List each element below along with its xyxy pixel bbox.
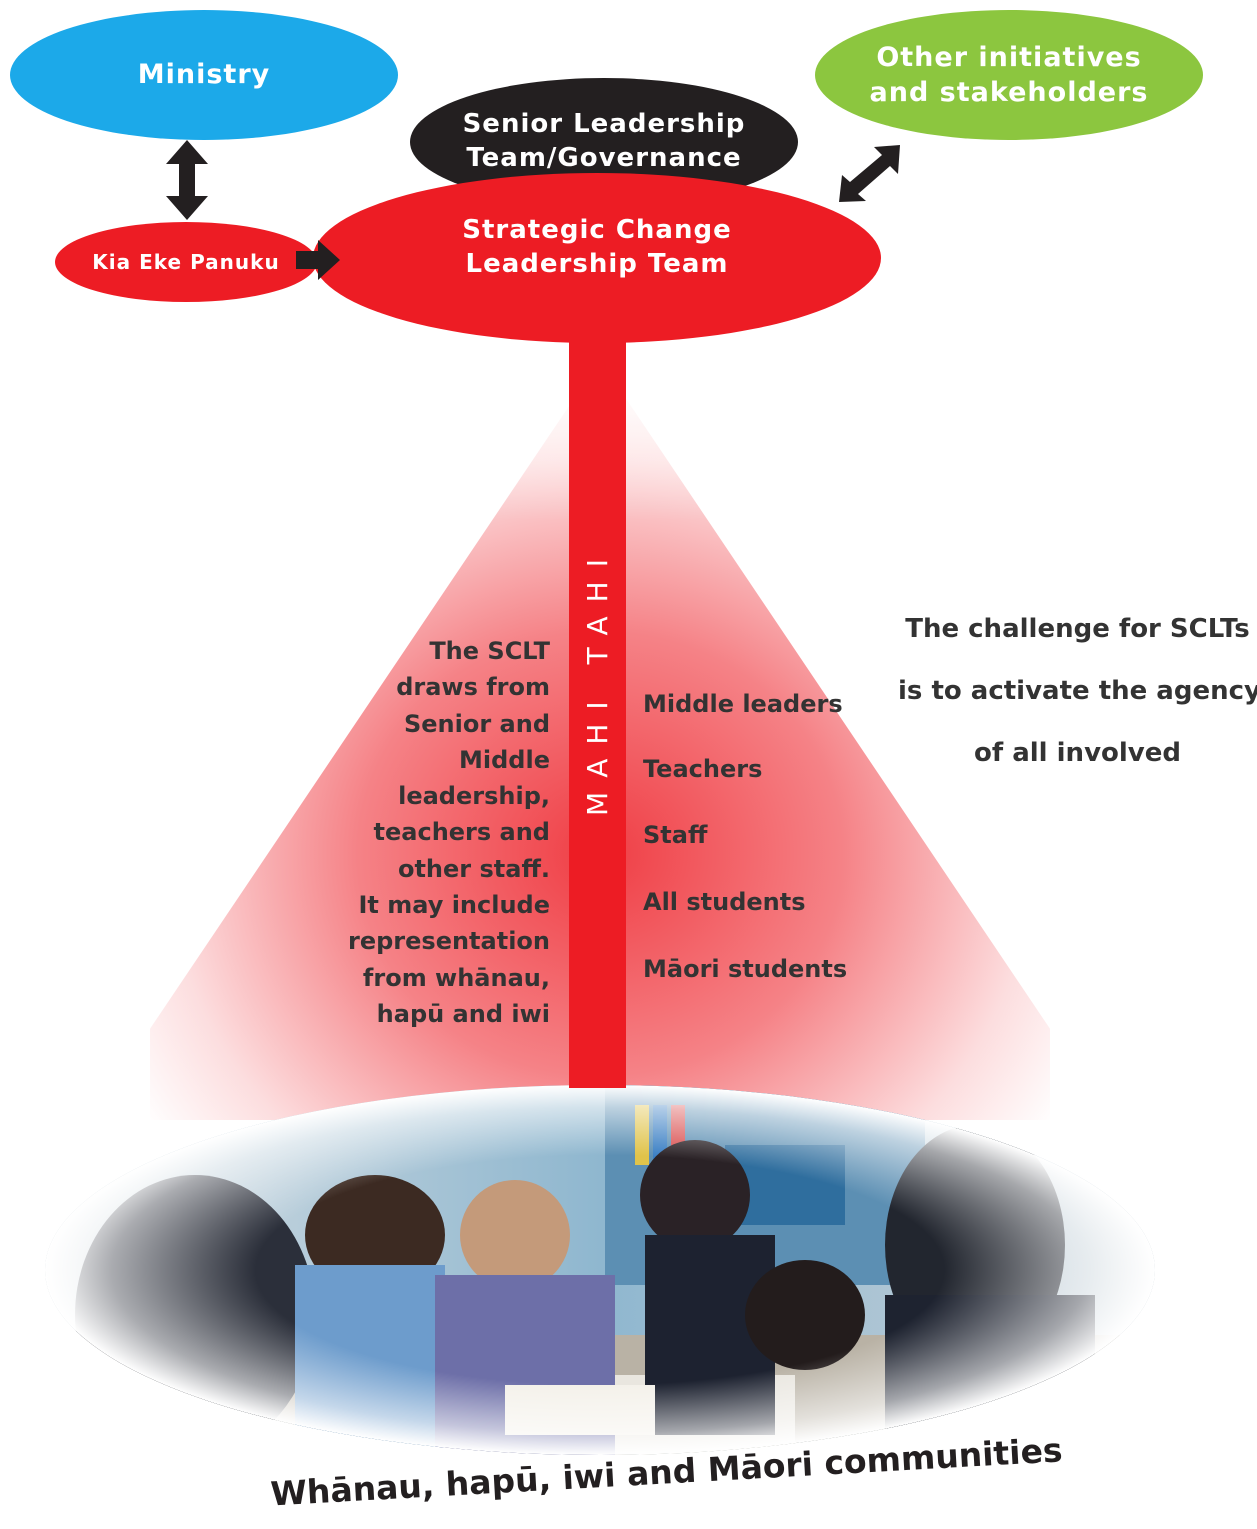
mahi-tahi-label: MAHI TAHI <box>581 544 615 816</box>
role-item: Middle leaders <box>643 690 843 718</box>
sclt-description-line: hapū and iwi <box>376 999 550 1028</box>
ministry-node: Ministry <box>10 10 398 140</box>
kia-eke-panuku-node: Kia Eke Panuku <box>55 222 317 302</box>
sclt-description-line: representation <box>348 927 550 956</box>
sclt-description-line: other staff. <box>397 854 550 883</box>
challenge-line: The challenge for SCLTs <box>905 614 1250 644</box>
sclt-description-line: The SCLT <box>429 637 550 665</box>
challenge-line: is to activate the agency <box>898 676 1257 706</box>
sclt-description-line: Senior and <box>403 709 550 738</box>
role-item: Staff <box>643 821 708 849</box>
other-initiatives-node: Other initiatives and stakeholders <box>815 10 1203 140</box>
role-item: All students <box>643 888 806 916</box>
sclt-description-line: teachers and <box>373 818 550 847</box>
role-item: Teachers <box>643 755 763 783</box>
classroom-photo <box>45 1085 1155 1455</box>
sclt-description-line: It may include <box>358 891 550 920</box>
sclt-other-arrow <box>839 145 900 202</box>
sclt-node: Strategic Change Leadership Team <box>313 173 881 343</box>
sclt-description-line: draws from <box>396 673 550 702</box>
challenge-line: of all involved <box>974 738 1181 768</box>
role-item: Māori students <box>643 955 848 983</box>
ministry-kia-arrow <box>166 140 208 220</box>
sclt-description-line: leadership, <box>398 782 550 811</box>
sclt-description-line: Middle <box>459 745 550 774</box>
mahi-tahi-pole <box>569 330 626 1088</box>
kia-sclt-arrow <box>296 240 340 280</box>
sclt-description-line: from whānau, <box>362 963 550 992</box>
challenge-text: The challenge for SCLTs is to activate th… <box>898 598 1257 784</box>
photo-vignette <box>45 1085 1155 1455</box>
